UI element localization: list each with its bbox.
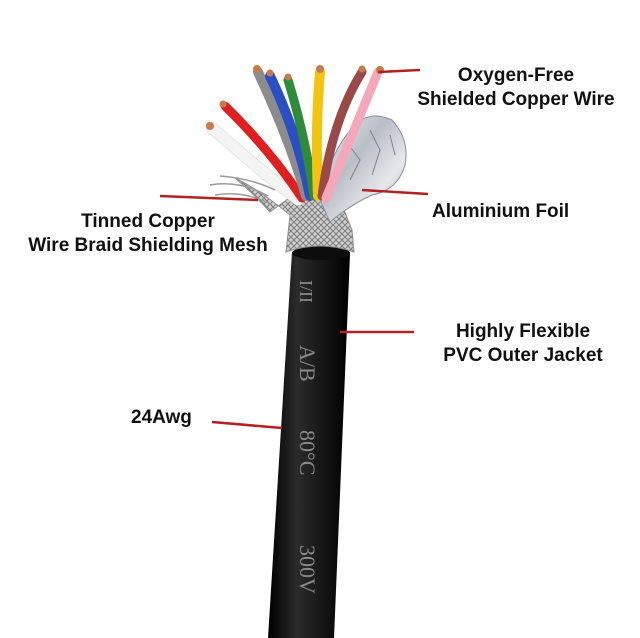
label-braid-shielding: Tinned Copper Wire Braid Shielding Mesh	[12, 210, 284, 258]
jacket-print-3: 80°C	[295, 430, 320, 475]
conductor-wire-5	[311, 67, 325, 201]
label-oxygen-free-line2: Shielded Copper Wire	[417, 89, 615, 110]
label-oxygen-free-copper: Oxygen-Free Shielded Copper Wire	[398, 64, 634, 112]
conductor-wire-4	[283, 75, 319, 201]
label-jacket-line2: PVC Outer Jacket	[443, 345, 603, 366]
jacket-print-1: I/II	[296, 280, 316, 303]
jacket-rim	[292, 246, 350, 260]
conductor-wire-0	[206, 122, 304, 206]
label-braid-line2: Wire Braid Shielding Mesh	[28, 235, 268, 256]
label-aluminium-foil: Aluminium Foil	[432, 201, 570, 222]
conductor-wire-3	[265, 71, 315, 201]
conductor-wire-7	[321, 67, 383, 203]
label-braid-line1: Tinned Copper	[81, 211, 215, 232]
aluminium-foil	[319, 115, 407, 223]
label-wire-gauge: 24Awg	[131, 407, 192, 428]
conductor-wire-1	[220, 101, 307, 203]
leader-gauge	[211, 420, 283, 430]
leader-oxygen-free	[377, 68, 421, 74]
leader-braid	[159, 194, 259, 202]
jacket-print-2: A/B	[295, 345, 320, 382]
leader-aluminium-foil	[361, 188, 429, 196]
conductor-wire-6	[317, 67, 367, 201]
outer-jacket	[268, 246, 350, 638]
label-pvc-jacket: Highly Flexible PVC Outer Jacket	[418, 320, 628, 368]
conductors	[206, 67, 383, 206]
braid-strands	[209, 175, 276, 206]
jacket-print-4: 300V	[295, 545, 320, 594]
label-oxygen-free-line1: Oxygen-Free	[457, 65, 575, 86]
label-jacket-line1: Highly Flexible	[455, 321, 591, 342]
